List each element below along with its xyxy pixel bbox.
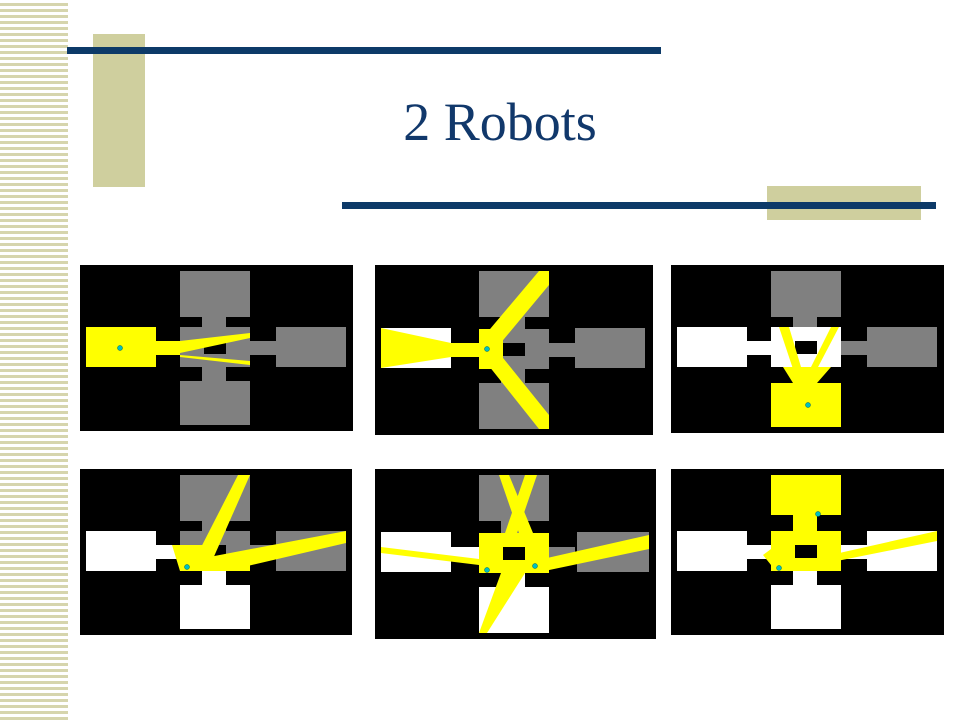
map-panel-5 [375,469,656,639]
room-top [180,271,250,317]
map-panel-2 [375,265,653,435]
bottom-accent-rule [342,202,936,209]
decorative-block-left [93,34,145,187]
slide-title: 2 Robots [403,92,597,152]
left-stripe-decoration [0,0,68,720]
map-panel-6 [671,469,944,635]
room-bottom [180,381,250,425]
top-accent-rule [67,47,661,54]
map-panel-4 [80,469,352,635]
map-panel-3 [671,265,944,433]
map-panel-1 [80,265,353,431]
robot-marker [117,345,123,351]
room-right [276,327,346,367]
